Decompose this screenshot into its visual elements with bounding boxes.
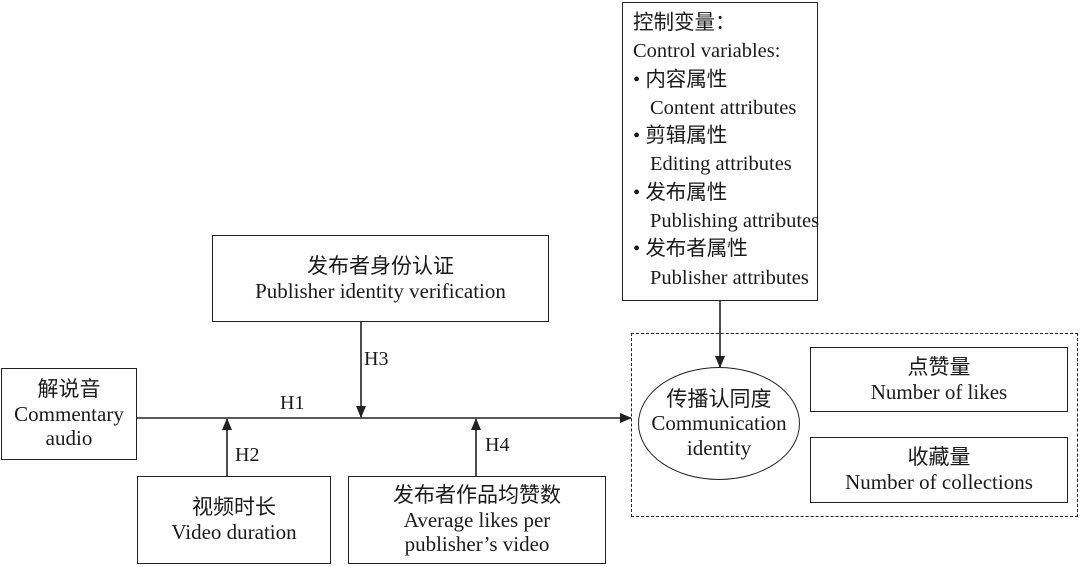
video-duration-zh: 视频时长 <box>192 495 276 520</box>
collections-en: Number of collections <box>845 470 1033 494</box>
dependent-variable-group <box>631 333 1078 517</box>
h2-label: H2 <box>235 444 260 466</box>
likes-en: Number of likes <box>870 379 1008 404</box>
control-item-editing-zh: 剪辑属性 <box>645 125 728 148</box>
control-item-content: • 内容属性 <box>633 68 728 91</box>
control-item-publisher: • 发布者属性 <box>633 238 748 261</box>
communication-identity-en-line2: identity <box>686 435 752 460</box>
h3-label: H3 <box>364 348 389 370</box>
video-duration-node: 视频时长 Video duration <box>137 476 331 564</box>
communication-identity-zh: 传播认同度 <box>666 387 772 412</box>
h4-label: H4 <box>485 434 510 456</box>
average-likes-zh: 发布者作品均赞数 <box>393 482 561 507</box>
likes-zh: 点赞量 <box>907 354 971 379</box>
control-item-publishing-zh: 发布属性 <box>645 181 728 204</box>
average-likes-en-line1: Average likes per <box>403 507 551 532</box>
control-variables-box: 控制变量： Control variables: • 内容属性 Content … <box>622 2 820 301</box>
control-item-publishing-en: Publishing attributes <box>650 209 820 232</box>
control-item-content-en: Content attributes <box>650 96 797 119</box>
control-item-editing: • 剪辑属性 <box>633 125 728 148</box>
identity-verification-node: 发布者身份认证 Publisher identity verification <box>212 235 549 322</box>
control-item-content-zh: 内容属性 <box>645 68 728 91</box>
control-item-editing-en: Editing attributes <box>650 153 792 176</box>
identity-verification-zh: 发布者身份认证 <box>307 253 454 278</box>
video-duration-en: Video duration <box>171 520 297 544</box>
average-likes-node: 发布者作品均赞数 Average likes per publisher’s v… <box>348 476 606 564</box>
collections-node: 收藏量 Number of collections <box>810 437 1068 503</box>
likes-node: 点赞量 Number of likes <box>810 347 1068 412</box>
communication-identity-en-line1: Communication <box>651 411 787 436</box>
control-item-publishing: • 发布属性 <box>633 181 728 204</box>
average-likes-en-line2: publisher’s video <box>404 532 550 557</box>
commentary-zh: 解说音 <box>37 376 101 401</box>
control-item-publisher-en: Publisher attributes <box>650 266 809 289</box>
control-title-en: Control variables: <box>633 40 781 63</box>
commentary-en-line2: audio <box>45 426 93 451</box>
control-title-zh: 控制变量： <box>633 12 736 34</box>
communication-identity-node: 传播认同度 Communication identity <box>638 367 800 480</box>
commentary-en-line1: Commentary <box>14 401 124 426</box>
commentary-audio-node: 解说音 Commentary audio <box>1 368 137 460</box>
control-item-publisher-zh: 发布者属性 <box>645 238 748 261</box>
identity-verification-en: Publisher identity verification <box>255 278 506 303</box>
h1-label: H1 <box>280 392 305 414</box>
collections-zh: 收藏量 <box>907 445 971 470</box>
